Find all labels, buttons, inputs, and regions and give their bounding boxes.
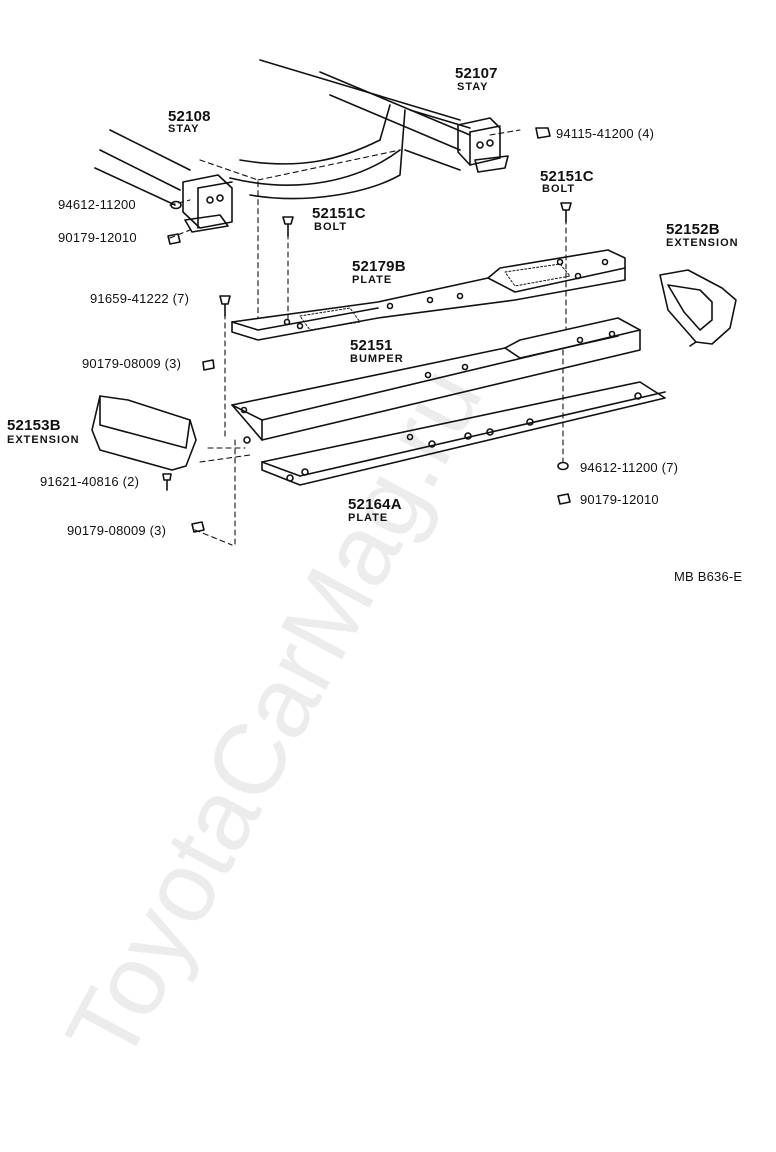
fastener-label-91659-41222: 91659-41222 (7) <box>90 291 190 306</box>
figure-code: MB B636-E <box>674 569 743 584</box>
part-name-52108: STAY <box>168 123 200 135</box>
bolt-52151c-shapes <box>282 202 572 237</box>
plate-52179b-shape <box>231 249 626 341</box>
part-number-52107: 52107 <box>455 65 498 82</box>
fastener-label-91621-40816: 91621-40816 (2) <box>40 474 140 489</box>
plate-52164a-shape <box>261 381 666 486</box>
part-number-52164a: 52164A <box>348 496 402 513</box>
fastener-label-90179-08009-lower: 90179-08009 (3) <box>67 523 167 538</box>
part-number-52151c-right: 52151C <box>540 168 594 185</box>
stay-52108-shape <box>182 174 233 233</box>
vehicle-frame <box>94 59 471 206</box>
extension-52152b-shape <box>659 269 737 347</box>
part-name-52153b: EXTENSION <box>7 434 80 446</box>
assembly-guide-lines <box>169 129 567 546</box>
part-number-52153b: 52153B <box>7 417 61 434</box>
part-name-52179b: PLATE <box>352 274 393 286</box>
part-name-52107: STAY <box>457 81 489 93</box>
part-name-52151c-right: BOLT <box>542 183 576 195</box>
fastener-label-94612-11200-7: 94612-11200 (7) <box>580 460 679 475</box>
part-number-52152b: 52152B <box>666 221 720 238</box>
part-name-52164a: PLATE <box>348 512 389 524</box>
part-name-52151c-left: BOLT <box>314 221 348 233</box>
part-name-52151: BUMPER <box>350 353 404 365</box>
fastener-label-90179-12010-right: 90179-12010 <box>580 492 659 507</box>
fastener-label-94115-41200: 94115-41200 (4) <box>556 126 655 141</box>
fastener-label-94612-11200: 94612-11200 <box>58 197 136 212</box>
part-number-52151c-left: 52151C <box>312 205 366 222</box>
stay-52107-shape <box>457 117 509 173</box>
part-name-52152b: EXTENSION <box>666 237 739 249</box>
fastener-label-90179-12010: 90179-12010 <box>58 230 137 245</box>
part-number-52179b: 52179B <box>352 258 406 275</box>
extension-52153b-shape <box>91 395 197 471</box>
fastener-label-90179-08009-upper: 90179-08009 (3) <box>82 356 182 371</box>
fastener-shapes <box>162 127 571 533</box>
part-number-52151: 52151 <box>350 337 393 354</box>
bumper-52151-shape <box>231 317 641 444</box>
part-number-52108: 52108 <box>168 108 211 125</box>
